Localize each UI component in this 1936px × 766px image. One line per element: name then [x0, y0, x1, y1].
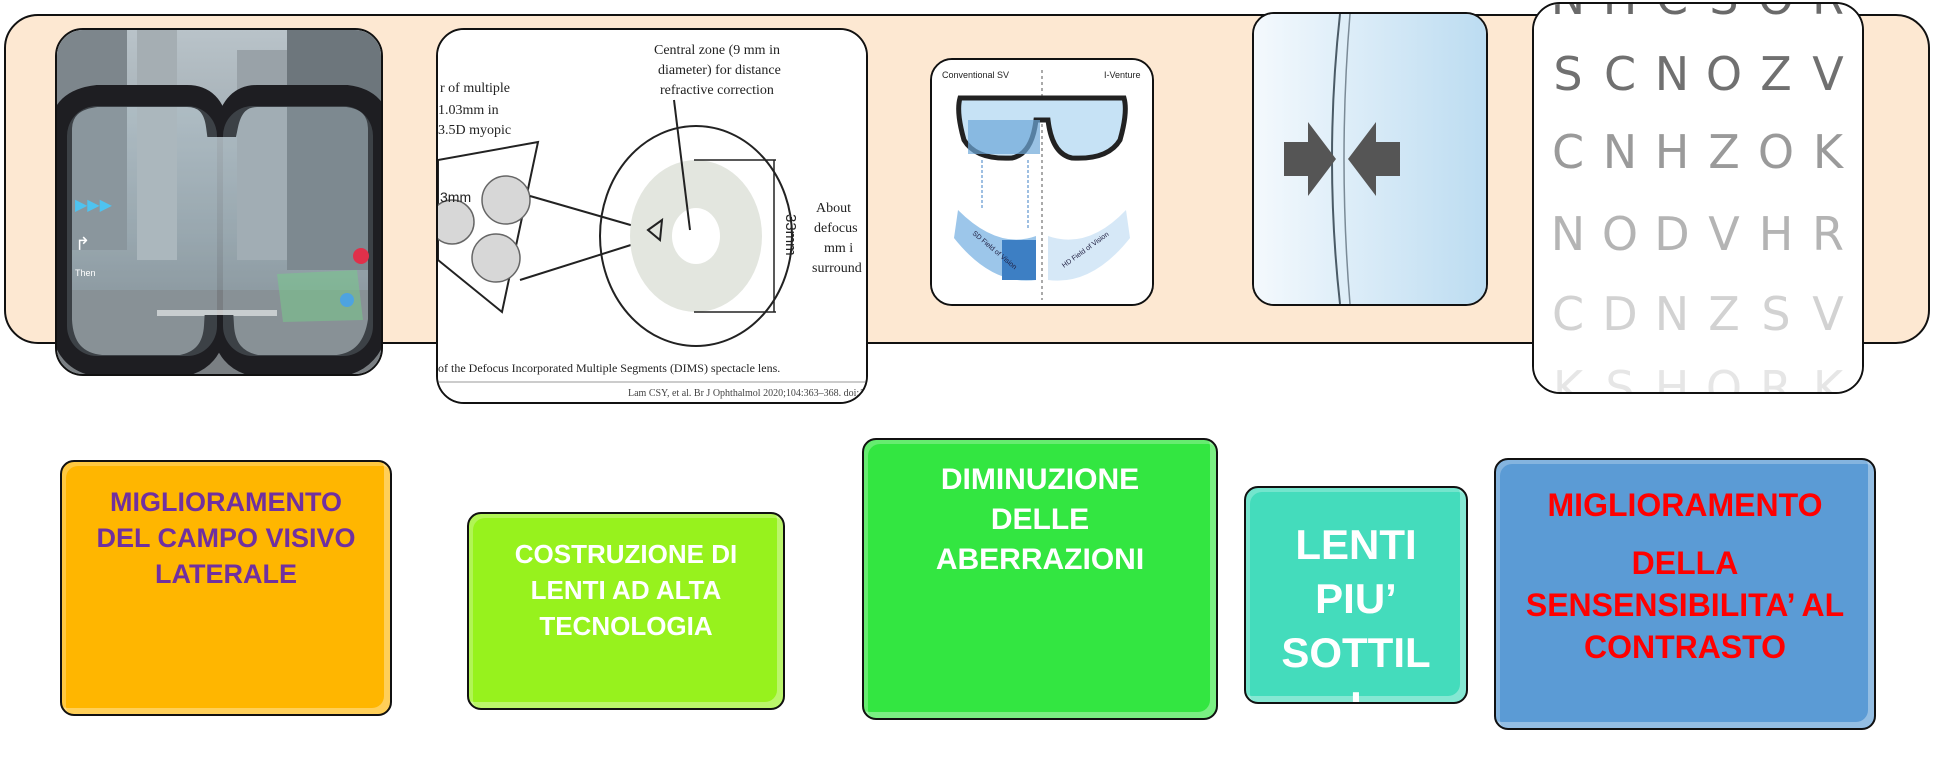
card-line: DELLE	[990, 503, 1090, 536]
dims-left-label-2: 1.03mm in	[438, 103, 499, 118]
chart-letter: N	[1655, 47, 1689, 101]
chart-letter: O	[1602, 207, 1638, 261]
svg-text:▶▶▶: ▶▶▶	[75, 195, 113, 214]
contrast-chart-image: NHCSORSCNOZVCNHZOKNODVHRCDNZSVKSHORK	[1532, 2, 1864, 394]
card-line: LENTI	[1295, 521, 1417, 568]
chart-letter: R	[1812, 4, 1844, 25]
fov-left-title: Conventional SV	[942, 70, 1009, 80]
chart-letter: Z	[1760, 47, 1792, 101]
card-line: I	[1246, 680, 1466, 702]
card-line: SOTTIL	[1281, 629, 1431, 676]
chart-letter: N	[1551, 207, 1585, 261]
chart-letter: H	[1655, 361, 1690, 392]
dims-citation: Lam CSY, et al. Br J Ophthalmol 2020;104…	[628, 388, 866, 399]
chart-letter: H	[1655, 125, 1690, 179]
chart-letter: O	[1706, 47, 1742, 101]
dims-top-label-2: diameter) for distance	[658, 63, 781, 78]
chart-letter: V	[1812, 47, 1844, 101]
chart-letter: S	[1761, 287, 1790, 341]
card-line: MIGLIORAMENTO	[110, 487, 342, 517]
chart-letter: S	[1553, 47, 1582, 101]
ar-glasses-image: ▶▶▶ ↱ Then	[55, 28, 383, 376]
card-line: CONTRASTO	[1583, 629, 1787, 665]
chart-letter: Z	[1708, 125, 1740, 179]
chart-letter: V	[1708, 207, 1740, 261]
chart-letter: R	[1812, 207, 1844, 261]
dims-right-label-1: About	[816, 201, 851, 216]
card-line: TECNOLOGIA	[539, 611, 713, 641]
chart-letter: O	[1706, 361, 1742, 392]
card-costruzione-lenti: COSTRUZIONE DI LENTI AD ALTA TECNOLOGIA	[467, 512, 785, 710]
card-line: DEL CAMPO VISIVO	[96, 523, 356, 553]
chart-letter: D	[1654, 207, 1689, 261]
chart-letter: K	[1813, 361, 1845, 392]
chart-letter: R	[1760, 361, 1792, 392]
card-lenti-sottili: LENTI PIU’ SOTTIL I	[1244, 486, 1468, 704]
chart-letter: C	[1604, 47, 1636, 101]
chart-letter: N	[1603, 125, 1637, 179]
card-aberrazioni: DIMINUZIONE DELLE ABERRAZIONI	[862, 438, 1218, 720]
card-line: PIU’	[1315, 575, 1397, 622]
card-line: DELLA	[1631, 545, 1739, 581]
dims-left-label-1: r of multiple	[440, 81, 510, 96]
dims-right-label-2: defocus	[814, 221, 858, 236]
fov-right-title: I-Venture	[1104, 70, 1141, 80]
dims-right-label-4: surround	[812, 261, 862, 276]
chart-letter: N	[1655, 287, 1689, 341]
dims-top-label-1: Central zone (9 mm in	[654, 43, 780, 58]
chart-letter: O	[1758, 125, 1794, 179]
dims-left-label-3: 3.5D myopic	[438, 123, 511, 138]
dims-dimension-label: 33mm	[782, 214, 799, 256]
chart-letter: H	[1603, 4, 1638, 25]
chart-letter: S	[1605, 361, 1634, 392]
dims-top-label-3: refractive correction	[660, 83, 774, 98]
dims-tri-label: 3mm	[440, 189, 471, 205]
chart-letter: S	[1709, 4, 1738, 25]
card-line: COSTRUZIONE DI	[514, 539, 738, 569]
chart-letter: O	[1758, 4, 1794, 25]
chart-letter: N	[1551, 4, 1585, 25]
card-line: MIGLIORAMENTO	[1547, 487, 1823, 523]
thin-lens-image	[1252, 12, 1488, 306]
dims-lens-diagram: Central zone (9 mm in diameter) for dist…	[436, 28, 868, 404]
chart-letter: V	[1812, 287, 1844, 341]
card-line: LENTI AD ALTA	[530, 575, 722, 605]
card-line: ABERRAZIONI	[935, 543, 1145, 576]
chart-letter: D	[1602, 287, 1637, 341]
card-line: LATERALE	[155, 559, 297, 589]
svg-text:↱: ↱	[75, 234, 90, 255]
dims-caption: of the Defocus Incorporated Multiple Seg…	[438, 361, 780, 375]
chart-letter: K	[1813, 125, 1845, 179]
chart-letter: K	[1553, 361, 1585, 392]
chart-letter: C	[1552, 287, 1584, 341]
card-line: SENSENSIBILITA’ AL	[1525, 587, 1845, 623]
fov-comparison-image: Conventional SV I-Venture SD Field of Vi…	[930, 58, 1154, 306]
chart-letter: Z	[1708, 287, 1740, 341]
chart-letter: C	[1552, 125, 1584, 179]
card-campo-visivo: MIGLIORAMENTO DEL CAMPO VISIVO LATERALE	[60, 460, 392, 716]
chart-letter: C	[1656, 4, 1688, 25]
chart-letter: H	[1759, 207, 1794, 261]
hud-text: Then	[75, 268, 96, 278]
card-contrasto: MIGLIORAMENTO DELLA SENSENSIBILITA’ AL CONT…	[1494, 458, 1876, 730]
card-line: DIMINUZIONE	[940, 463, 1140, 496]
dims-right-label-3: mm i	[824, 241, 853, 256]
